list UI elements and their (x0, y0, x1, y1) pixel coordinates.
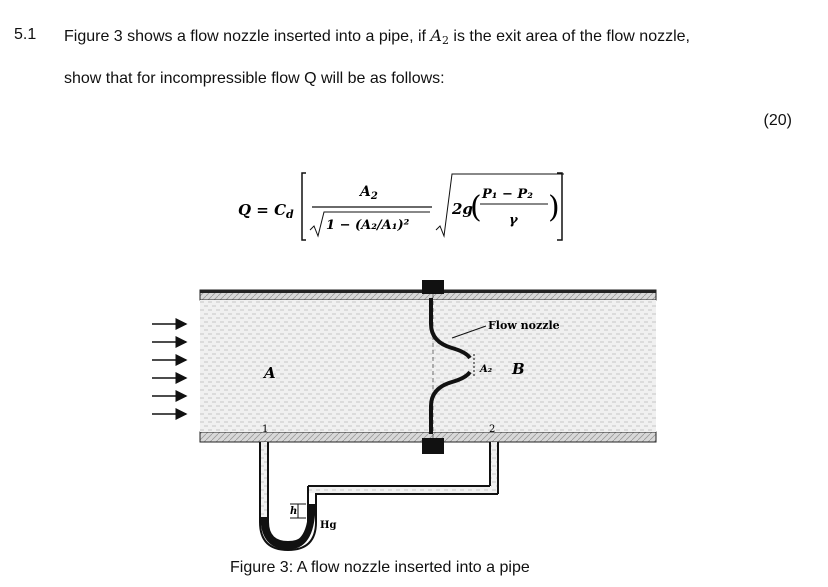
flow-rate-formula: Q = Cd A2 1 − (A₂/A₁)² 2g ( P₁ − P₂ γ ) (238, 172, 564, 241)
left-paren: ( (470, 190, 482, 225)
formula-lhs: Q = Cd (238, 201, 294, 221)
h-label: h (290, 506, 297, 517)
formula-pressure-diff: P₁ − P₂ (481, 187, 533, 202)
manometer: h Hg (259, 442, 499, 552)
question-line-2: show that for incompressible flow Q will… (64, 70, 445, 87)
pipe-fluid (200, 300, 656, 432)
question-number: 5.1 (14, 26, 37, 43)
formula-gamma: γ (509, 213, 519, 228)
formula-numerator: A2 (358, 184, 378, 202)
formula-denominator: 1 − (A₂/A₁)² (326, 218, 410, 233)
mercury-label: Hg (320, 520, 336, 531)
denominator-root-sign (309, 211, 430, 238)
nozzle-lower-profile (429, 370, 472, 434)
outer-root-sign (435, 173, 564, 238)
exit-area-label: A₂ (479, 364, 493, 375)
inflow-arrows (152, 318, 188, 420)
right-paren: ) (548, 190, 560, 225)
tap-1-label: 1 (262, 424, 268, 435)
figure-caption: Figure 3: A flow nozzle inserted into a … (230, 559, 530, 576)
section-b-label: B (511, 360, 525, 378)
formula-2g: 2g (451, 200, 473, 218)
flow-nozzle-label: Flow nozzle (488, 319, 560, 332)
tap-2-label: 2 (489, 424, 495, 435)
section-a-label: A (262, 364, 276, 382)
marks-value: (20) (763, 112, 792, 129)
exit-area-symbol: A2 (430, 26, 449, 47)
question-line-1-end: is the exit area of the flow nozzle, (448, 28, 690, 45)
nozzle-upper-profile (429, 298, 472, 360)
nozzle-flange-top (422, 280, 444, 294)
flow-nozzle-figure: Flow nozzle A A₂ B 1 2 h Hg (152, 280, 657, 552)
question-line-1: Figure 3 shows a flow nozzle inserted in… (64, 26, 690, 47)
question-line-1-start: Figure 3 shows a flow nozzle inserted in… (64, 28, 431, 45)
nozzle-flange-bottom (422, 438, 444, 454)
